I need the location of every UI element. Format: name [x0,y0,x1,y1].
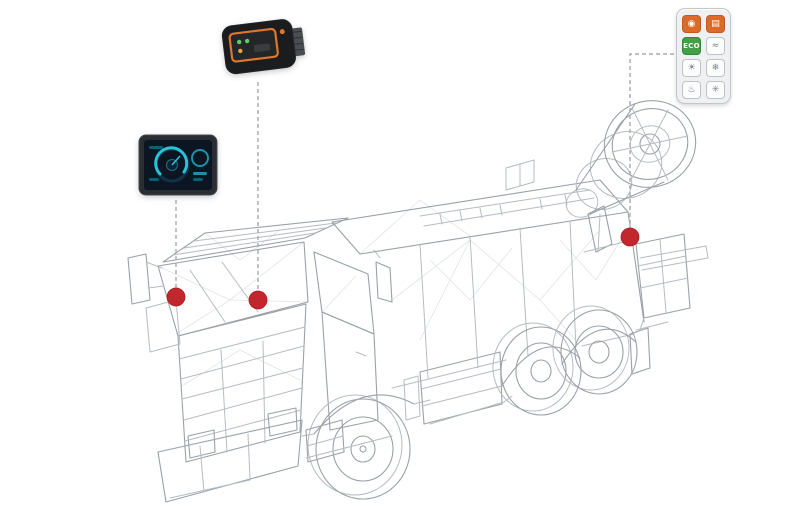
cab-step [305,419,345,463]
keypad-eco-button: ECO [682,37,701,55]
controller-screen [228,27,279,63]
right-headlight [267,407,298,437]
rear-wheel-arch-1 [501,346,581,387]
mud-flap [629,327,651,375]
windshield [157,241,309,337]
fan-icon: ✳ [711,84,720,95]
keypad-spray-icon-button: ≈ [706,37,725,55]
keypad-fan-icon-button: ✳ [706,81,725,99]
display-device-image [138,134,218,196]
keypad-panel-icon-button: ▤ [706,15,725,33]
heat-icon: ♨ [687,84,696,95]
cold-icon: ❄ [711,62,720,73]
status-led [279,29,285,35]
control-unit-device [218,14,310,84]
marker-display-location[interactable] [166,287,186,307]
gauge-arc [154,146,189,176]
left-headlight [187,429,216,459]
eco-button-label: ECO [683,41,700,50]
marker-controller-location[interactable] [248,290,268,310]
panel-icon: ▤ [711,18,720,29]
front-bumper [157,419,303,503]
keypad-cold-icon-button: ❄ [706,59,725,77]
rear-cabinet [635,233,709,331]
rear-wheels [492,305,638,416]
power-icon: ◉ [687,18,696,29]
light-icon: ☀ [687,62,696,73]
right-mirror [375,261,393,303]
switch-keypad-device: ◉ ▤ ECO ≈ ☀ ❄ ♨ ✳ [676,8,731,104]
fog-cannon [565,100,697,253]
keypad-light-icon-button: ☀ [682,59,701,77]
keypad-power-icon-button: ◉ [682,15,701,33]
small-dial [191,149,209,167]
connector-lines [175,53,674,291]
top-railing [505,159,535,191]
front-grille-panel [177,303,307,463]
gauge-needle [171,155,181,166]
keypad-heat-icon-button: ♨ [682,81,701,99]
spray-icon: ≈ [711,40,720,51]
touchscreen-display-device [138,134,218,200]
connector-keypad [629,53,674,228]
wireframe-mesh-lines [157,199,623,387]
front-wheel [307,394,411,500]
marker-keypad-location[interactable] [620,227,640,247]
front-wheel-arch [313,394,415,435]
rear-wheel-arch-2 [561,328,637,365]
controller-device-image [221,19,306,75]
tool-box [419,351,503,425]
cab-door [321,311,379,431]
left-mirror [127,253,151,305]
